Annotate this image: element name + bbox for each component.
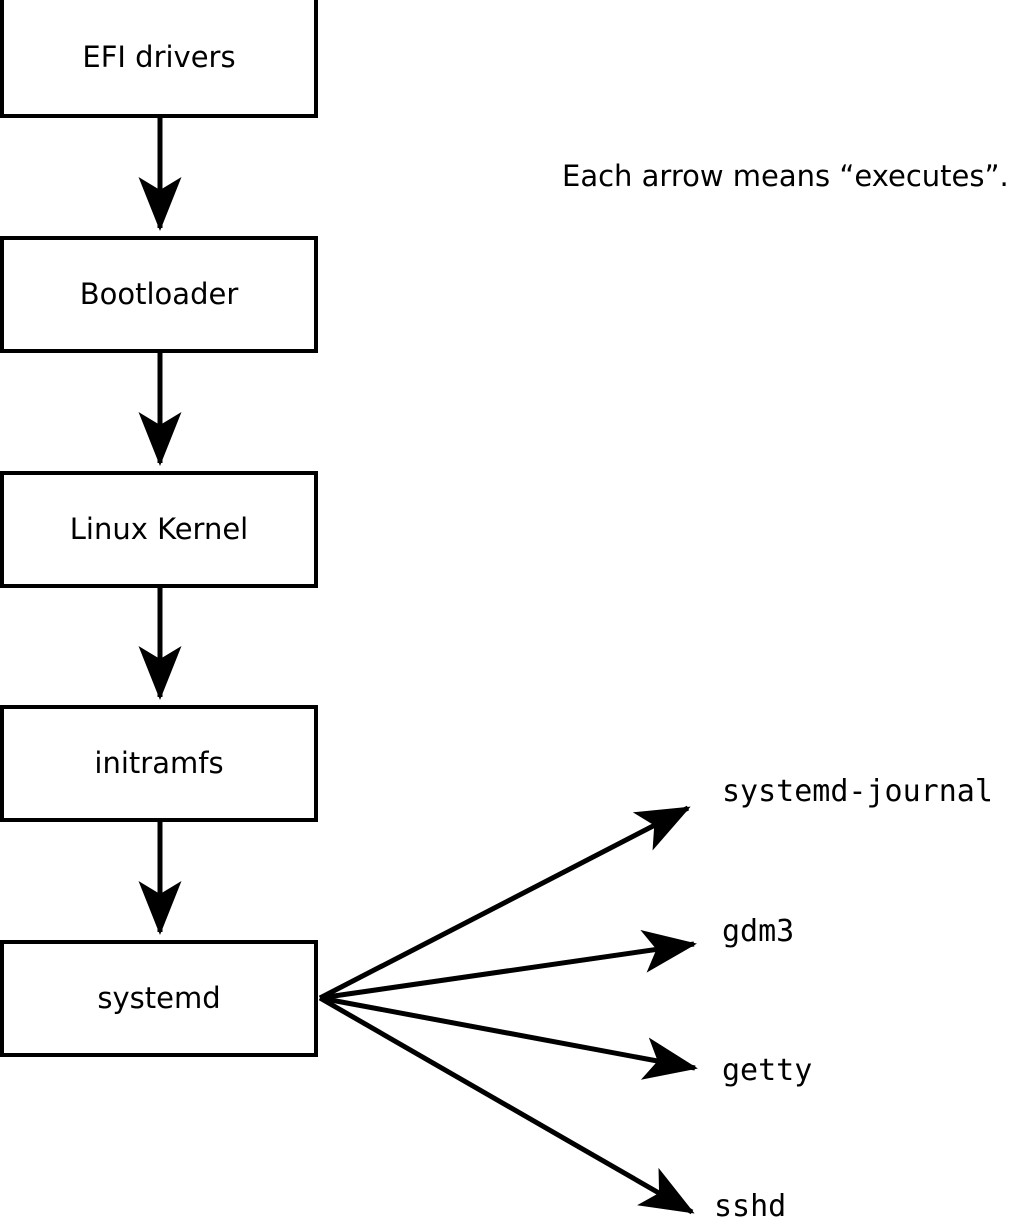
leaf-label-systemd-journal[interactable]: systemd-journal	[722, 774, 993, 809]
node-label-initramfs: initramfs	[94, 746, 224, 780]
legend-caption: Each arrow means “executes”.	[562, 159, 1009, 193]
node-box-systemd[interactable]: systemd	[0, 940, 318, 1057]
node-label-systemd: systemd	[97, 981, 221, 1015]
fanout-arrow-sshd	[318, 995, 695, 1215]
node-box-initramfs[interactable]: initramfs	[0, 705, 318, 822]
fanout-arrow-getty	[319, 995, 698, 1080]
node-box-bootloader[interactable]: Bootloader	[0, 236, 318, 353]
leaf-label-getty[interactable]: getty	[722, 1053, 813, 1088]
leaf-label-gdm3[interactable]: gdm3	[722, 914, 795, 949]
node-label-bootloader: Bootloader	[79, 277, 239, 311]
leaf-label-sshd[interactable]: sshd	[714, 1189, 787, 1224]
node-box-efi-drivers[interactable]: EFI drivers	[0, 0, 318, 118]
node-box-linux-kernel[interactable]: Linux Kernel	[0, 471, 318, 588]
node-label-linux-kernel: Linux Kernel	[69, 512, 249, 546]
fanout-arrow-systemd-journal	[318, 805, 691, 1001]
node-label-efi-drivers: EFI drivers	[82, 39, 236, 74]
fanout-arrow-gdm3	[319, 930, 697, 1001]
